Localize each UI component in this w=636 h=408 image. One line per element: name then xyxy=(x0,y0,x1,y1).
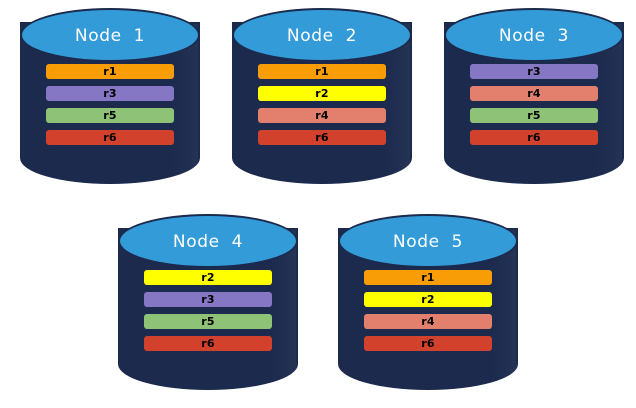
replica-bar[interactable]: r1 xyxy=(364,270,492,285)
replica-stack: r2 r3 r5 r6 xyxy=(118,270,298,351)
node-cylinder[interactable]: Node 2 r1 r2 r4 r6 xyxy=(226,4,412,194)
replica-bar[interactable]: r3 xyxy=(144,292,272,307)
replica-label: r4 xyxy=(315,109,329,122)
node-cylinder[interactable]: Node 1 r1 r3 r5 r6 xyxy=(14,4,200,194)
replica-bar[interactable]: r2 xyxy=(364,292,492,307)
replica-label: r6 xyxy=(527,131,541,144)
replica-bar[interactable]: r4 xyxy=(258,108,386,123)
replica-label: r6 xyxy=(201,337,215,350)
replica-label: r6 xyxy=(315,131,329,144)
replica-label: r3 xyxy=(201,293,215,306)
replica-label: r2 xyxy=(201,271,215,284)
replica-stack: r1 r2 r4 r6 xyxy=(338,270,518,351)
node-label: Node 1 xyxy=(74,25,146,46)
node-label: Node 2 xyxy=(286,25,358,46)
node-label: Node 5 xyxy=(392,231,464,252)
replica-label: r3 xyxy=(527,65,541,78)
node-label: Node 3 xyxy=(498,25,570,46)
node-top-disc: Node 5 xyxy=(338,214,518,268)
node-top-disc: Node 1 xyxy=(20,8,200,62)
replica-bar[interactable]: r5 xyxy=(144,314,272,329)
node-top-disc: Node 4 xyxy=(118,214,298,268)
replica-bar[interactable]: r6 xyxy=(258,130,386,145)
replica-stack: r3 r4 r5 r6 xyxy=(444,64,624,145)
node-cylinder[interactable]: Node 3 r3 r4 r5 r6 xyxy=(438,4,624,194)
replica-bar[interactable]: r1 xyxy=(46,64,174,79)
node-cylinder[interactable]: Node 5 r1 r2 r4 r6 xyxy=(332,210,524,400)
replica-bar[interactable]: r5 xyxy=(46,108,174,123)
replica-stack: r1 r3 r5 r6 xyxy=(20,64,200,145)
replica-bar[interactable]: r6 xyxy=(144,336,272,351)
node-row-bottom: Node 4 r2 r3 r5 r6 Node 5 r1 r2 r4 r6 xyxy=(0,210,636,400)
replica-label: r6 xyxy=(421,337,435,350)
replica-label: r4 xyxy=(527,87,541,100)
replica-bar[interactable]: r1 xyxy=(258,64,386,79)
node-top-disc: Node 3 xyxy=(444,8,624,62)
replica-bar[interactable]: r2 xyxy=(258,86,386,101)
replica-bar[interactable]: r6 xyxy=(364,336,492,351)
replica-label: r3 xyxy=(103,87,117,100)
replica-label: r2 xyxy=(421,293,435,306)
replica-label: r6 xyxy=(103,131,117,144)
replica-label: r5 xyxy=(527,109,541,122)
replica-bar[interactable]: r3 xyxy=(46,86,174,101)
replica-label: r1 xyxy=(421,271,435,284)
node-cylinder[interactable]: Node 4 r2 r3 r5 r6 xyxy=(112,210,304,400)
replica-bar[interactable]: r6 xyxy=(470,130,598,145)
replica-label: r5 xyxy=(201,315,215,328)
replica-label: r2 xyxy=(315,87,329,100)
replica-bar[interactable]: r2 xyxy=(144,270,272,285)
node-label: Node 4 xyxy=(172,231,244,252)
replica-label: r5 xyxy=(103,109,117,122)
replica-stack: r1 r2 r4 r6 xyxy=(232,64,412,145)
replica-label: r1 xyxy=(315,65,329,78)
node-top-disc: Node 2 xyxy=(232,8,412,62)
replica-label: r4 xyxy=(421,315,435,328)
node-row-top: Node 1 r1 r3 r5 r6 Node 2 r1 r2 r4 r6 Node 3 r3 r4 r5… xyxy=(0,4,636,194)
replica-label: r1 xyxy=(103,65,117,78)
replica-bar[interactable]: r4 xyxy=(364,314,492,329)
replica-bar[interactable]: r4 xyxy=(470,86,598,101)
replica-bar[interactable]: r6 xyxy=(46,130,174,145)
replica-bar[interactable]: r5 xyxy=(470,108,598,123)
replica-bar[interactable]: r3 xyxy=(470,64,598,79)
